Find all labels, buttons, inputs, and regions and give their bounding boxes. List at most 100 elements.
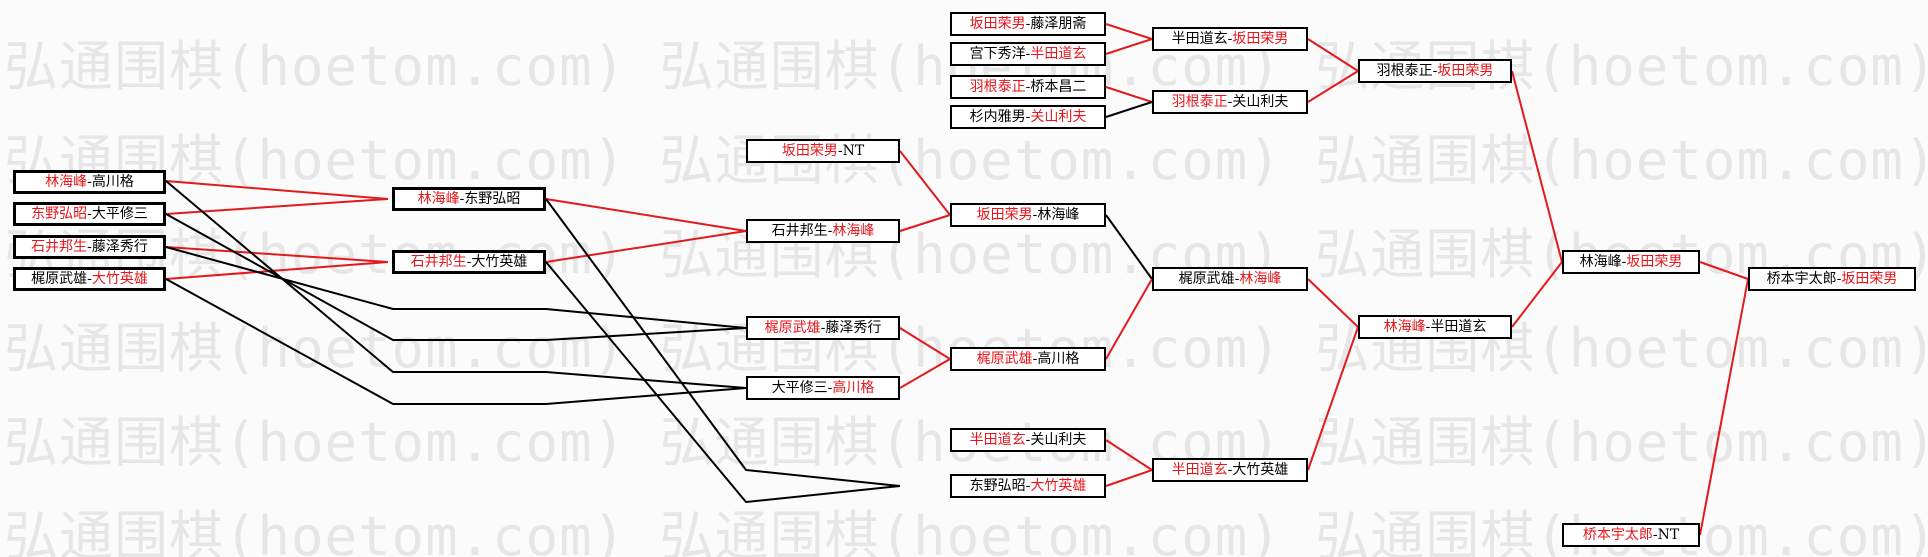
separator: - [1025, 109, 1031, 125]
separator: - [1227, 31, 1233, 47]
match-box[interactable]: 羽根泰正-坂田荣男 [1358, 59, 1512, 83]
winner-name: 坂田荣男 [781, 143, 838, 159]
connector-line [1105, 23, 1153, 40]
match-box[interactable]: 东野弘昭-大竹英雄 [950, 474, 1106, 498]
separator: - [466, 254, 472, 270]
winner-name: 桥本宇太郎 [1582, 527, 1653, 543]
match-box[interactable]: 东野弘昭-大平修三 [13, 202, 166, 226]
loser-name: 梶原武雄 [1178, 271, 1235, 287]
connector-line [899, 150, 951, 216]
match-box[interactable]: 梶原武雄-高川格 [950, 347, 1106, 371]
match-box[interactable]: 石井邦生-林海峰 [746, 219, 900, 243]
winner-name: 半田道玄 [1030, 46, 1087, 62]
loser-name: 藤泽秀行 [91, 239, 148, 255]
loser-name: 藤泽朋斋 [1030, 16, 1087, 32]
separator: - [1025, 432, 1031, 448]
winner-name: 林海峰 [417, 191, 460, 207]
match-box[interactable]: 林海峰-东野弘昭 [392, 187, 546, 211]
connector-line [545, 198, 747, 232]
match-box[interactable]: 林海峰-坂田荣男 [1562, 250, 1700, 274]
separator: - [1425, 319, 1431, 335]
connector-line [899, 214, 951, 232]
loser-name: 半田道玄 [1171, 31, 1228, 47]
winner-name: 关山利夫 [1030, 109, 1087, 125]
loser-name: 林海峰 [1037, 207, 1080, 223]
match-box[interactable]: 桥本宇太郎-NT [1562, 523, 1700, 547]
match-box[interactable]: 大平修三-高川格 [746, 376, 900, 400]
match-box[interactable]: 半田道玄-大竹英雄 [1152, 458, 1308, 482]
connector-line [165, 278, 747, 405]
winner-name: 林海峰 [1383, 319, 1426, 335]
match-box[interactable]: 坂田荣男-藤泽朋斋 [950, 12, 1106, 36]
match-box[interactable]: 梶原武雄-林海峰 [1152, 267, 1308, 291]
winner-name: 坂田荣男 [969, 16, 1026, 32]
connector-line [1105, 278, 1153, 360]
connector-line [1699, 261, 1749, 280]
final-match-box[interactable]: 桥本宇太郎-坂田荣男 [1748, 267, 1916, 291]
loser-name: 石井邦生 [771, 223, 828, 239]
connector-line [165, 246, 389, 263]
connector-line [1105, 214, 1153, 280]
loser-name: 高川格 [91, 174, 134, 190]
separator: - [87, 271, 92, 287]
match-box[interactable]: 林海峰-半田道玄 [1358, 315, 1512, 339]
connector-line [1699, 278, 1749, 536]
match-box[interactable]: 半田道玄-关山利夫 [950, 428, 1106, 452]
separator: - [1025, 79, 1031, 95]
separator: - [820, 320, 826, 336]
connector-line [165, 246, 747, 329]
separator: - [1227, 462, 1233, 478]
separator: - [1025, 478, 1031, 494]
loser-name: 桥本宇太郎 [1766, 271, 1837, 287]
winner-name: 林海峰 [1239, 271, 1282, 287]
match-box[interactable]: 坂田荣男-林海峰 [950, 203, 1106, 227]
match-box[interactable]: 梶原武雄-藤泽秀行 [746, 316, 900, 340]
loser-name: 东野弘昭 [464, 191, 521, 207]
match-box[interactable]: 梶原武雄-大竹英雄 [13, 267, 166, 291]
match-box[interactable]: 林海峰-高川格 [13, 170, 166, 194]
match-box[interactable]: 杉内雅男-关山利夫 [950, 105, 1106, 129]
separator: - [459, 191, 465, 207]
winner-name: 林海峰 [832, 223, 875, 239]
match-box[interactable]: 半田道玄-坂田荣男 [1152, 27, 1308, 51]
connector-line [899, 358, 951, 389]
separator: - [87, 206, 92, 222]
separator: - [1032, 207, 1038, 223]
match-box[interactable]: 石井邦生-大竹英雄 [392, 250, 546, 274]
connector-line [899, 327, 951, 360]
separator: - [1836, 271, 1842, 287]
winner-name: 梶原武雄 [764, 320, 821, 336]
loser-name: 大平修三 [91, 206, 148, 222]
match-box[interactable]: 石井邦生-藤泽秀行 [13, 235, 166, 259]
loser-name: 关山利夫 [1030, 432, 1087, 448]
winner-name: 半田道玄 [969, 432, 1026, 448]
winner-name: 羽根泰正 [1171, 94, 1228, 110]
connector-line [545, 230, 747, 263]
winner-name: 大竹英雄 [91, 271, 148, 287]
winner-name: 大竹英雄 [1030, 478, 1087, 494]
connector-line [1511, 261, 1563, 328]
winner-name: 梶原武雄 [976, 351, 1033, 367]
connector-line [1105, 86, 1153, 103]
separator: - [1227, 94, 1233, 110]
loser-name: 大竹英雄 [1232, 462, 1289, 478]
connector-line [1307, 326, 1359, 471]
match-box[interactable]: 坂田荣男-NT [746, 139, 900, 163]
loser-name: 高川格 [1037, 351, 1080, 367]
loser-name: 羽根泰正 [1376, 63, 1433, 79]
loser-name: 大竹英雄 [471, 254, 528, 270]
match-box[interactable]: 羽根泰正-关山利夫 [1152, 90, 1308, 114]
connector-line [1307, 70, 1359, 103]
loser-name: 藤泽秀行 [825, 320, 882, 336]
connector-line [1105, 101, 1153, 118]
connector-line [545, 198, 901, 487]
loser-name: 林海峰 [1579, 254, 1622, 270]
winner-name: 坂田荣男 [1841, 271, 1898, 287]
separator: - [1234, 271, 1240, 287]
separator: - [1432, 63, 1438, 79]
match-box[interactable]: 宫下秀洋-半田道玄 [950, 42, 1106, 66]
separator: - [827, 223, 833, 239]
connector-line [1105, 469, 1153, 487]
match-box[interactable]: 羽根泰正-桥本昌二 [950, 75, 1106, 99]
